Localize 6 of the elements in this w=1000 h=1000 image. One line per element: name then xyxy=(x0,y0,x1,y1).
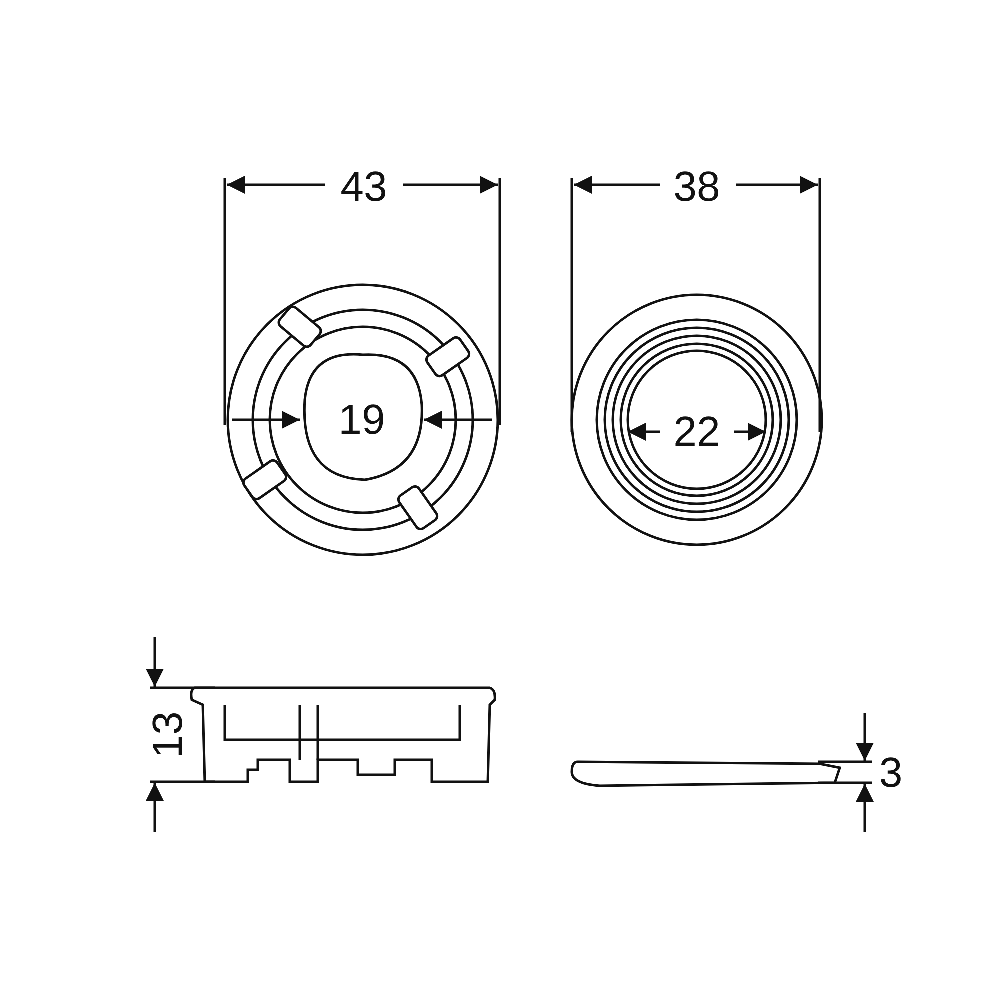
dimension-value: 43 xyxy=(340,166,388,208)
dimension-value: 13 xyxy=(147,712,189,758)
dimension-value: 22 xyxy=(674,411,720,453)
dimension-value: 19 xyxy=(338,399,386,441)
dimension-value: 38 xyxy=(674,166,720,208)
dimension-value: 3 xyxy=(879,752,903,794)
